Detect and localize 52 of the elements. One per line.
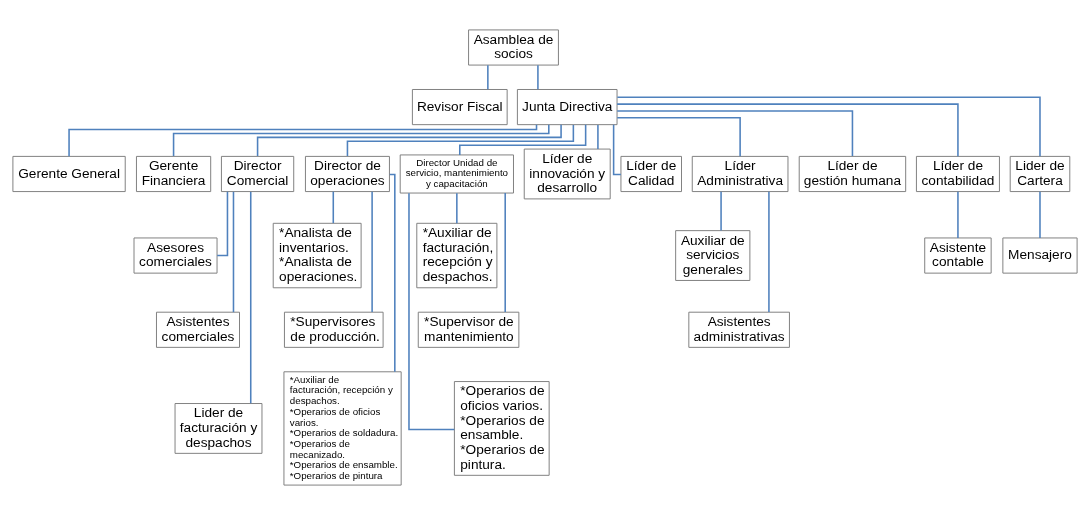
node-box: Líder de contabilidad — [915, 155, 1000, 192]
node-box: Líder Administrativa — [691, 155, 789, 192]
connector — [172, 123, 550, 157]
connector — [612, 123, 622, 175]
connector — [256, 123, 562, 157]
node-box: *Supervisor de mantenimiento — [417, 311, 520, 348]
connector — [537, 64, 539, 90]
connector — [332, 190, 335, 224]
connector — [408, 191, 456, 430]
connector — [371, 190, 373, 313]
connector — [216, 190, 229, 256]
connector — [504, 191, 506, 313]
node-box: Director de operaciones — [304, 155, 390, 192]
node-box: *Auxiliar de facturación, recepción y despachos. *Operarios de oficios varios. *Operarios de soldadura. *Operarios de mecanizado. *Operarios de ensamble. *Operarios de pintura — [283, 370, 402, 486]
connector — [456, 192, 458, 224]
connector — [957, 190, 959, 239]
node-box: *Supervisores de producción. — [283, 311, 384, 348]
node-box: *Operarios de oficios varios. *Operarios de ensamble. *Operarios de pintura. — [453, 380, 550, 476]
connector — [487, 64, 489, 90]
node-box: Asesores comerciales — [133, 236, 218, 274]
node-box: Lider de Cartera — [1009, 155, 1071, 192]
node-box: Asamblea de socios — [468, 28, 559, 66]
connector — [459, 123, 587, 156]
connector — [720, 190, 722, 231]
connector — [616, 96, 1041, 157]
node-box: Lider de facturación y despachos — [174, 402, 263, 454]
connector — [249, 190, 252, 404]
connector — [616, 116, 741, 157]
node-box: Revisor Fiscal — [411, 88, 508, 125]
connector — [768, 190, 770, 313]
node-box: Director Unidad de servicio, mantenimiento y capacitación — [399, 153, 514, 193]
connector — [616, 102, 959, 157]
node-box: Gerente Financiera — [135, 155, 212, 192]
node-box: Gerente General — [12, 155, 126, 192]
connector — [346, 123, 575, 157]
connector — [1039, 190, 1041, 239]
node-box: *Analista de inventarios. *Analista de operaciones. — [272, 222, 362, 288]
node-box: *Auxiliar de facturación, recepción y despachos. — [416, 222, 498, 288]
node-box: Líder de Calidad — [620, 155, 682, 192]
node-box: Líder de innovación y desarrollo — [523, 148, 611, 199]
connector — [597, 123, 599, 150]
node-box: Asistentes comerciales — [156, 311, 240, 348]
node-box: Líder de gestión humana — [798, 155, 907, 192]
node-box: Mensajero — [1002, 236, 1078, 274]
node-box: Director Comercial — [220, 155, 295, 192]
node-box: Junta Directiva — [516, 88, 618, 125]
connector — [68, 123, 538, 157]
node-box: Auxiliar de servicios generales — [675, 229, 751, 281]
node-box: Asistente contable — [924, 236, 992, 274]
connector — [232, 190, 235, 313]
connector — [616, 109, 854, 157]
node-box: Asistentes administrativas — [688, 311, 790, 348]
